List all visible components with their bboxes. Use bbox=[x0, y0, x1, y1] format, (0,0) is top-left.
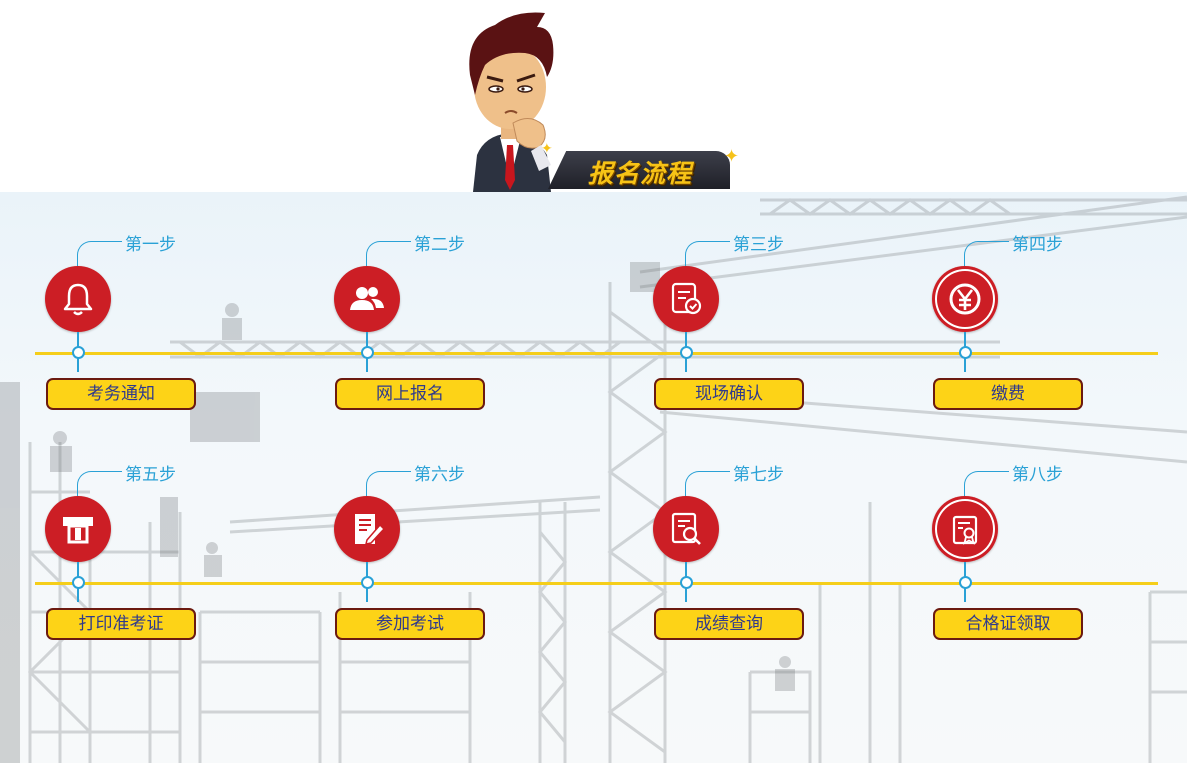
step-connector bbox=[685, 241, 730, 268]
document-search-icon bbox=[653, 496, 719, 562]
sparkle-icon: ✦ bbox=[724, 146, 740, 167]
title-ribbon bbox=[548, 151, 730, 189]
step-connector bbox=[964, 471, 1009, 498]
step-button-online-registration[interactable]: 网上报名 bbox=[335, 378, 485, 410]
thinking-man-mascot bbox=[469, 12, 554, 192]
step-button-take-exam[interactable]: 参加考试 bbox=[335, 608, 485, 640]
printer-icon bbox=[45, 496, 111, 562]
step-number: 第二步 bbox=[414, 235, 465, 255]
step-number: 第一步 bbox=[125, 235, 176, 255]
step-button-certificate-collection[interactable]: 合格证领取 bbox=[933, 608, 1083, 640]
process-step: 第二步 网上报名 bbox=[334, 230, 574, 430]
timeline-node bbox=[72, 346, 85, 359]
step-button-payment[interactable]: 缴费 bbox=[933, 378, 1083, 410]
step-number: 第五步 bbox=[125, 465, 176, 485]
step-button-print-admission-ticket[interactable]: 打印准考证 bbox=[46, 608, 196, 640]
step-connector bbox=[77, 471, 122, 498]
timeline-node bbox=[361, 346, 374, 359]
timeline-node bbox=[680, 576, 693, 589]
timeline-node bbox=[959, 576, 972, 589]
process-step: 第七步 成绩查询 bbox=[653, 460, 893, 660]
step-connector bbox=[77, 241, 122, 268]
step-number: 第六步 bbox=[414, 465, 465, 485]
process-step: 第一步 考务通知 bbox=[45, 230, 285, 430]
sparkle-icon: ✦ bbox=[541, 141, 553, 157]
process-step: 第六步 参加考试 bbox=[334, 460, 574, 660]
timeline-node bbox=[959, 346, 972, 359]
step-number: 第四步 bbox=[1012, 235, 1063, 255]
timeline-track bbox=[35, 352, 1158, 355]
timeline-track bbox=[35, 582, 1158, 585]
timeline-node bbox=[361, 576, 374, 589]
document-check-icon bbox=[653, 266, 719, 332]
certificate-icon bbox=[932, 496, 998, 562]
timeline-node bbox=[72, 576, 85, 589]
step-connector bbox=[366, 241, 411, 268]
process-step: 第八步 合格证领取 bbox=[932, 460, 1172, 660]
timeline-node bbox=[680, 346, 693, 359]
yen-icon bbox=[932, 266, 998, 332]
step-connector bbox=[964, 241, 1009, 268]
step-number: 第八步 bbox=[1012, 465, 1063, 485]
step-button-onsite-confirmation[interactable]: 现场确认 bbox=[654, 378, 804, 410]
header: 报名流程 ✦ ✦ bbox=[0, 0, 1200, 192]
users-icon bbox=[334, 266, 400, 332]
step-connector bbox=[685, 471, 730, 498]
page-title: 报名流程 bbox=[588, 159, 693, 188]
bell-icon bbox=[45, 266, 111, 332]
step-number: 第七步 bbox=[733, 465, 784, 485]
step-button-score-inquiry[interactable]: 成绩查询 bbox=[654, 608, 804, 640]
step-number: 第三步 bbox=[733, 235, 784, 255]
process-stage: 第一步 考务通知 第二步 网上报名 第三步 现场确认 第四步 bbox=[0, 192, 1187, 763]
document-pen-icon bbox=[334, 496, 400, 562]
step-button-exam-notice[interactable]: 考务通知 bbox=[46, 378, 196, 410]
process-step: 第五步 打印准考证 bbox=[45, 460, 285, 660]
process-step: 第四步 缴费 bbox=[932, 230, 1172, 430]
process-step: 第三步 现场确认 bbox=[653, 230, 893, 430]
step-connector bbox=[366, 471, 411, 498]
